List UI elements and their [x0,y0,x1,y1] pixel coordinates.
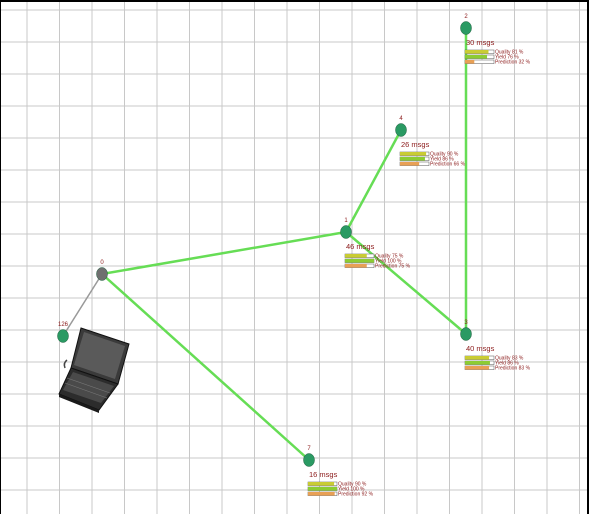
node-marker[interactable] [395,123,407,137]
stat-label: Quality 81 % [495,50,524,56]
stat-bar-fill [308,492,335,496]
stat-label: Yield 100 % [375,259,402,265]
stat-label: Yield 76 % [495,55,519,61]
stat-label: Prediction 75 % [375,264,411,270]
link-1-4 [344,129,403,233]
node-marker[interactable] [57,329,69,343]
node-msgs-label: 16 msgs [309,470,338,479]
stat-label: Quality 83 % [495,356,524,362]
stat-label: Prediction 32 % [495,60,531,66]
laptop-icon [58,327,130,413]
node-marker[interactable] [340,225,352,239]
stat-bar-fill [465,50,489,54]
links [62,28,468,461]
stat-bar-fill [400,162,420,166]
node-id-label: 2 [464,14,468,20]
node-marker[interactable] [460,21,472,35]
node-id-label: 7 [307,446,311,452]
node-marker[interactable] [303,453,315,467]
link-1-3 [345,231,467,335]
stat-bar-fill [465,361,490,365]
node-msgs-label: 46 msgs [346,242,375,251]
stat-label: Yield 86 % [495,361,519,367]
stat-bar-fill [465,55,488,59]
node-id-label: 4 [399,116,403,122]
node-marker[interactable] [96,267,108,281]
stat-bar-fill [345,264,367,268]
stat-label: Quality 90 % [338,482,367,488]
stat-bar-fill [308,482,335,486]
node-id-label: 0 [100,260,104,266]
stat-bar-fill [345,259,374,263]
stat-bar-fill [308,487,337,491]
stat-label: Prediction 92 % [338,492,374,498]
stat-label: Quality 75 % [375,254,404,260]
stat-label: Yield 100 % [338,487,365,493]
stat-bar-fill [400,152,427,156]
node-126[interactable]: 126 [57,322,69,343]
stat-bar-fill [465,366,490,370]
stat-label: Prediction 83 % [495,366,531,372]
node-id-label: 3 [464,320,468,326]
stat-label: Prediction 66 % [430,162,466,168]
node-marker[interactable] [460,327,472,341]
stat-bar-fill [345,254,367,258]
link-0-7 [101,273,310,461]
link-0-1 [101,230,347,276]
stat-bar-fill [465,60,475,64]
node-id-label: 126 [58,322,69,328]
stat-label: Yield 86 % [430,157,454,163]
node-0[interactable]: 0 [96,260,108,281]
link-0-126 [62,273,103,337]
stat-bar-fill [400,157,425,161]
stat-bar-fill [465,356,490,360]
node-msgs-label: 40 msgs [466,344,495,353]
stat-label: Quality 90 % [430,152,459,158]
node-msgs-label: 30 msgs [466,38,495,47]
node-id-label: 1 [344,218,348,224]
node-msgs-label: 26 msgs [401,140,430,149]
